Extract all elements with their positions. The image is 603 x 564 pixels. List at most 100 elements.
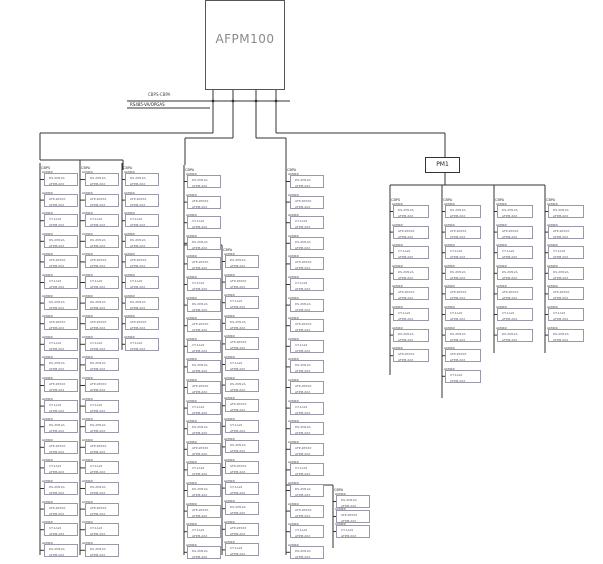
relay-box[interactable]: PM1 (425, 157, 460, 173)
afpm100-host-box[interactable]: AFPM100 (205, 0, 285, 90)
